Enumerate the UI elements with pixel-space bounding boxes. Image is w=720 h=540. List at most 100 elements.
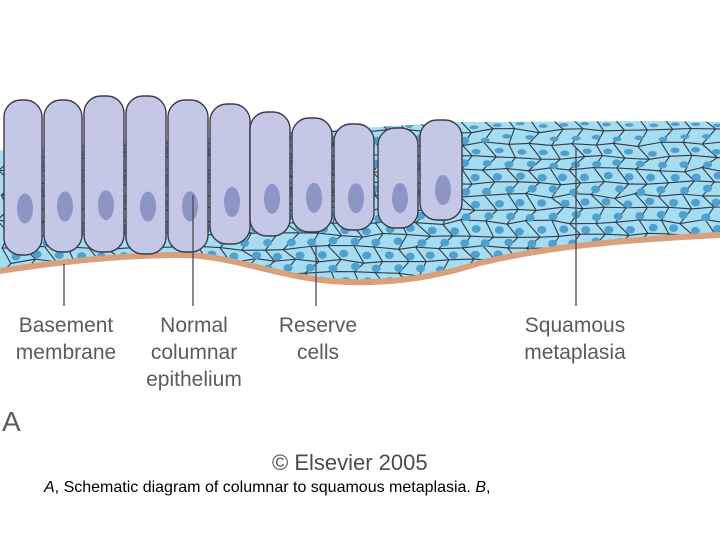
cell-nucleus [249, 277, 259, 280]
cell-nucleus [537, 199, 547, 207]
cell-nucleus [670, 122, 680, 126]
cell-nucleus [658, 136, 668, 142]
cell-nucleus [635, 212, 645, 220]
columnar-nucleus [392, 183, 408, 213]
cell-wall [527, 142, 552, 160]
cell-nucleus [9, 279, 19, 280]
cell-nucleus [470, 173, 480, 182]
cell-nucleus [263, 238, 273, 247]
cell-wall [613, 259, 648, 276]
cell-nucleus [482, 160, 492, 167]
cell-nucleus [425, 251, 435, 260]
columnar-nucleus [98, 190, 114, 221]
cell-wall [568, 121, 594, 130]
cell-nucleus [549, 136, 559, 142]
cell-nucleus [496, 278, 506, 280]
cell-wall [701, 195, 720, 208]
cell-nucleus [305, 263, 315, 272]
cell-nucleus [646, 173, 656, 182]
columnar-cell [249, 111, 291, 237]
cell-nucleus [517, 149, 527, 155]
cell-wall [481, 121, 506, 130]
cell-wall [615, 167, 636, 185]
cell-nucleus [172, 264, 182, 273]
cell-wall [441, 219, 461, 237]
cell-nucleus [548, 185, 558, 193]
cell-wall [461, 141, 484, 157]
cell-nucleus [55, 278, 65, 280]
cell-wall [485, 273, 509, 280]
cell-nucleus [691, 198, 701, 207]
cell-nucleus [582, 148, 592, 154]
cell-wall [680, 121, 704, 129]
cell-nucleus [559, 123, 569, 127]
cell-nucleus [271, 276, 281, 280]
cell-nucleus [394, 264, 404, 272]
cell-wall [505, 220, 526, 238]
cell-nucleus [295, 251, 305, 260]
cell-wall [281, 245, 311, 260]
cell-nucleus [548, 239, 558, 248]
cell-nucleus [691, 122, 701, 127]
cell-nucleus [635, 264, 645, 273]
cell-wall [591, 259, 627, 273]
cell-nucleus [579, 277, 589, 280]
cell-nucleus [494, 226, 504, 234]
cell-nucleus [581, 226, 591, 234]
columnar-nucleus [182, 191, 198, 222]
cell-nucleus [668, 253, 678, 261]
cell-nucleus [162, 277, 172, 280]
cell-nucleus [593, 266, 603, 274]
cell-nucleus [527, 265, 537, 274]
cell-nucleus [680, 265, 690, 274]
cell-nucleus [649, 123, 659, 128]
cell-nucleus [591, 134, 601, 140]
cell-wall [508, 127, 540, 145]
cell-nucleus [504, 161, 514, 168]
cell-nucleus [712, 149, 720, 155]
cell-wall [639, 260, 674, 276]
cell-nucleus [591, 185, 601, 194]
cell-wall [659, 141, 684, 157]
panel-letter: A [2, 406, 21, 437]
cell-wall [524, 219, 552, 238]
cell-wall [66, 273, 87, 280]
cell-wall [130, 271, 156, 280]
cell-wall [545, 274, 571, 280]
cell-wall [459, 273, 487, 280]
cell-nucleus [560, 199, 570, 208]
cell-wall [437, 247, 463, 261]
cell-nucleus [701, 213, 711, 222]
cell-wall [484, 220, 508, 238]
cell-wall [507, 193, 526, 210]
label-normal-columnar-epithelium: Normal columnar epithelium [146, 314, 242, 391]
cell-nucleus [679, 239, 689, 247]
cell-nucleus [515, 172, 525, 180]
cell-nucleus [613, 212, 623, 221]
cell-wall [112, 259, 144, 272]
cell-nucleus [328, 236, 338, 245]
columnar-nucleus [306, 182, 322, 213]
cell-wall [683, 258, 715, 274]
cell-nucleus [141, 277, 151, 280]
cell-nucleus [647, 150, 657, 157]
cell-nucleus [450, 227, 460, 235]
cell-wall [613, 193, 636, 209]
copyright-notice: © Elsevier 2005 [272, 450, 428, 475]
cell-wall [352, 245, 374, 264]
cell-wall [637, 128, 673, 147]
cell-wall [638, 121, 663, 131]
cell-nucleus [604, 226, 614, 234]
columnar-nucleus [17, 193, 33, 224]
cell-nucleus [120, 275, 130, 280]
cell-nucleus [537, 275, 547, 280]
cell-nucleus [624, 148, 634, 155]
columnar-cell [209, 103, 251, 245]
cell-nucleus [350, 262, 360, 271]
cell-nucleus [669, 199, 679, 207]
cell-wall [527, 121, 552, 133]
cell-nucleus [537, 226, 547, 234]
cell-nucleus [538, 149, 548, 156]
columnar-cell [419, 119, 463, 221]
cell-nucleus [669, 278, 679, 280]
